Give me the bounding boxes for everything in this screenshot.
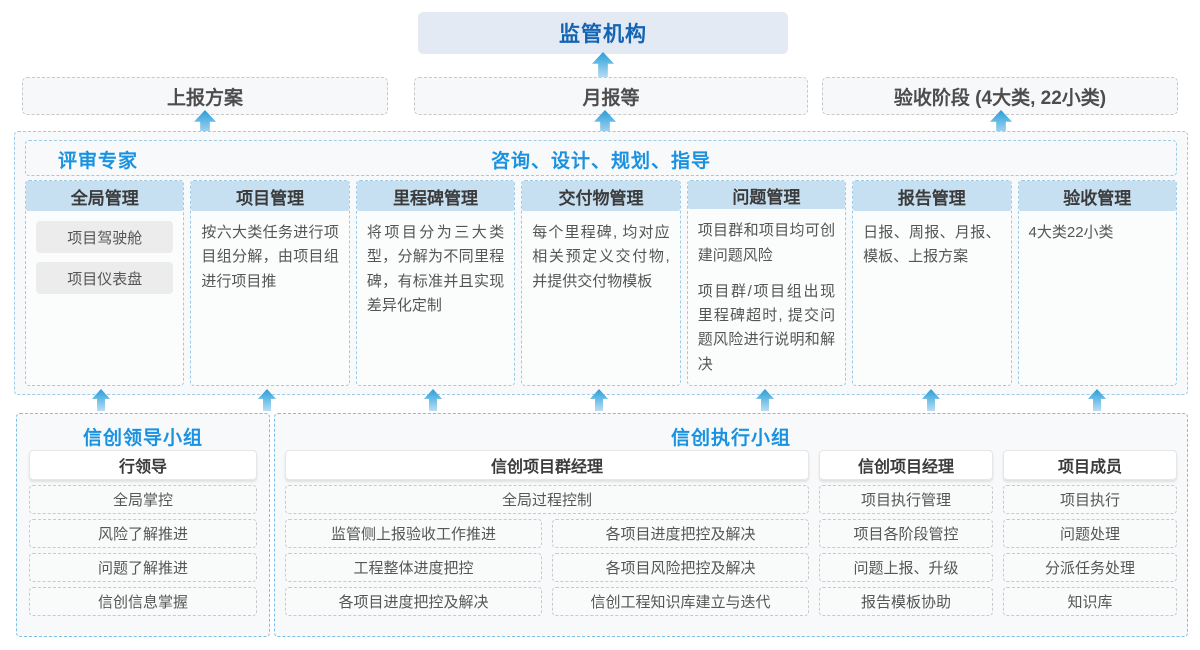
column-body: 每个里程碑, 均对应相关预定义交付物, 并提供交付物模板 <box>522 211 679 385</box>
task-item[interactable]: 各项目风险把控及解决 <box>552 553 809 582</box>
review-experts-label: 评审专家 <box>58 151 139 172</box>
task-item[interactable]: 项目执行管理 <box>819 485 993 514</box>
submission-box-acceptance: 验收阶段 (4大类, 22小类) <box>822 77 1178 115</box>
column-paragraph: 按六大类任务进行项目组分解，由项目组进行项目推 <box>201 224 339 290</box>
task-item[interactable]: 监管侧上报验收工作推进 <box>285 519 542 548</box>
column-body: 将项目分为三大类型，分解为不同里程碑，有标准并且实现差异化定制 <box>357 211 514 385</box>
submission-box-plan: 上报方案 <box>22 77 388 115</box>
task-item[interactable]: 信创工程知识库建立与迭代 <box>552 587 809 616</box>
column-header: 项目管理 <box>191 181 349 211</box>
pill-item[interactable]: 项目驾驶舱 <box>36 221 174 253</box>
column-paragraph: 项目群和项目均可创建问题风险 <box>697 222 836 264</box>
column-header: 验收管理 <box>1018 181 1176 211</box>
regulator-box: 监管机构 <box>418 12 788 54</box>
column-paragraph: 日报、周报、月报、模板、上报方案 <box>863 224 1001 266</box>
project-manager-block: 信创项目经理 项目执行管理 项目各阶段管控 问题上报、升级 报告模板协助 <box>819 450 993 616</box>
column-header: 问题管理 <box>687 181 846 210</box>
task-item[interactable]: 项目执行 <box>1003 485 1177 514</box>
program-manager-block: 信创项目群经理 全局过程控制 监管侧上报验收工作推进 工程整体进度把控 各项目进… <box>285 450 809 616</box>
column-paragraph: 项目群/项目组出现里程碑超时, 提交问题风险进行说明和解决 <box>697 282 836 373</box>
management-columns: 全局管理 项目驾驶舱 项目仪表盘 项目管理 按六大类任务进行项目组分解，由项目组… <box>25 180 1177 386</box>
exec-group-body: 信创项目群经理 全局过程控制 监管侧上报验收工作推进 工程整体进度把控 各项目进… <box>275 450 1187 616</box>
leading-group-panel: 信创领导小组 行领导 全局掌控 风险了解推进 问题了解推进 信创信息掌握 <box>16 413 270 637</box>
leading-group-body: 行领导 全局掌控 风险了解推进 问题了解推进 信创信息掌握 <box>17 450 269 616</box>
project-members-block: 项目成员 项目执行 问题处理 分派任务处理 知识库 <box>1003 450 1177 616</box>
submission-box-monthly: 月报等 <box>414 77 808 115</box>
program-manager-task-grid: 监管侧上报验收工作推进 工程整体进度把控 各项目进度把控及解决 各项目进度把控及… <box>285 519 809 616</box>
task-item[interactable]: 问题了解推进 <box>29 553 257 582</box>
management-column-report[interactable]: 报告管理 日报、周报、月报、模板、上报方案 <box>852 180 1012 386</box>
exec-group-title: 信创执行小组 <box>670 428 791 449</box>
management-column-acceptance[interactable]: 验收管理 4大类22小类 <box>1017 180 1177 386</box>
task-item[interactable]: 信创信息掌握 <box>29 587 257 616</box>
column-header: 交付物管理 <box>522 181 680 211</box>
column-body: 按六大类任务进行项目组分解，由项目组进行项目推 <box>191 211 348 385</box>
column-header: 报告管理 <box>853 181 1011 211</box>
role-header-project-manager: 信创项目经理 <box>819 450 993 480</box>
management-column-project[interactable]: 项目管理 按六大类任务进行项目组分解，由项目组进行项目推 <box>190 180 350 386</box>
management-column-deliverable[interactable]: 交付物管理 每个里程碑, 均对应相关预定义交付物, 并提供交付物模板 <box>521 180 681 386</box>
task-item[interactable]: 风险了解推进 <box>29 519 257 548</box>
column-body: 4大类22小类 <box>1019 211 1176 385</box>
task-item[interactable]: 项目各阶段管控 <box>819 519 993 548</box>
column-body: 项目群和项目均可创建问题风险 项目群/项目组出现里程碑超时, 提交问题风险进行说… <box>688 209 845 385</box>
exec-group-panel: 信创执行小组 信创项目群经理 全局过程控制 监管侧上报验收工作推进 工程整体进度… <box>274 413 1188 637</box>
column-paragraph: 每个里程碑, 均对应相关预定义交付物, 并提供交付物模板 <box>532 224 670 290</box>
task-item[interactable]: 报告模板协助 <box>819 587 993 616</box>
management-column-milestone[interactable]: 里程碑管理 将项目分为三大类型，分解为不同里程碑，有标准并且实现差异化定制 <box>355 180 516 386</box>
column-body: 日报、周报、月报、模板、上报方案 <box>853 211 1010 385</box>
task-item[interactable]: 问题上报、升级 <box>819 553 993 582</box>
task-item[interactable]: 全局过程控制 <box>285 485 809 514</box>
column-header: 里程碑管理 <box>356 181 515 211</box>
management-column-issue[interactable]: 问题管理 项目群和项目均可创建问题风险 项目群/项目组出现里程碑超时, 提交问题… <box>686 180 847 386</box>
leading-group-title: 信创领导小组 <box>82 428 203 449</box>
task-item[interactable]: 分派任务处理 <box>1003 553 1177 582</box>
column-paragraph: 将项目分为三大类型，分解为不同里程碑，有标准并且实现差异化定制 <box>366 224 505 314</box>
role-header-program-manager: 信创项目群经理 <box>285 450 809 480</box>
advisor-band: 评审专家 咨询、设计、规划、指导 <box>25 140 1177 176</box>
column-body: 项目驾驶舱 项目仪表盘 <box>26 211 183 385</box>
role-header-bank-leader: 行领导 <box>29 450 257 480</box>
consulting-label: 咨询、设计、规划、指导 <box>490 151 711 172</box>
column-paragraph: 4大类22小类 <box>1028 224 1114 241</box>
arrow-up-to-regulator <box>592 52 614 78</box>
role-header-project-members: 项目成员 <box>1003 450 1177 480</box>
task-item[interactable]: 工程整体进度把控 <box>285 553 542 582</box>
task-item[interactable]: 各项目进度把控及解决 <box>552 519 809 548</box>
task-item[interactable]: 各项目进度把控及解决 <box>285 587 542 616</box>
task-item[interactable]: 知识库 <box>1003 587 1177 616</box>
management-panel: 评审专家 咨询、设计、规划、指导 全局管理 项目驾驶舱 项目仪表盘 项目管理 按… <box>14 131 1188 395</box>
program-manager-right-tasks: 各项目进度把控及解决 各项目风险把控及解决 信创工程知识库建立与迭代 <box>552 519 809 616</box>
program-manager-left-tasks: 监管侧上报验收工作推进 工程整体进度把控 各项目进度把控及解决 <box>285 519 542 616</box>
management-column-global[interactable]: 全局管理 项目驾驶舱 项目仪表盘 <box>25 180 185 386</box>
pill-item[interactable]: 项目仪表盘 <box>36 262 174 294</box>
task-item[interactable]: 全局掌控 <box>29 485 257 514</box>
task-item[interactable]: 问题处理 <box>1003 519 1177 548</box>
column-header: 全局管理 <box>26 181 184 211</box>
